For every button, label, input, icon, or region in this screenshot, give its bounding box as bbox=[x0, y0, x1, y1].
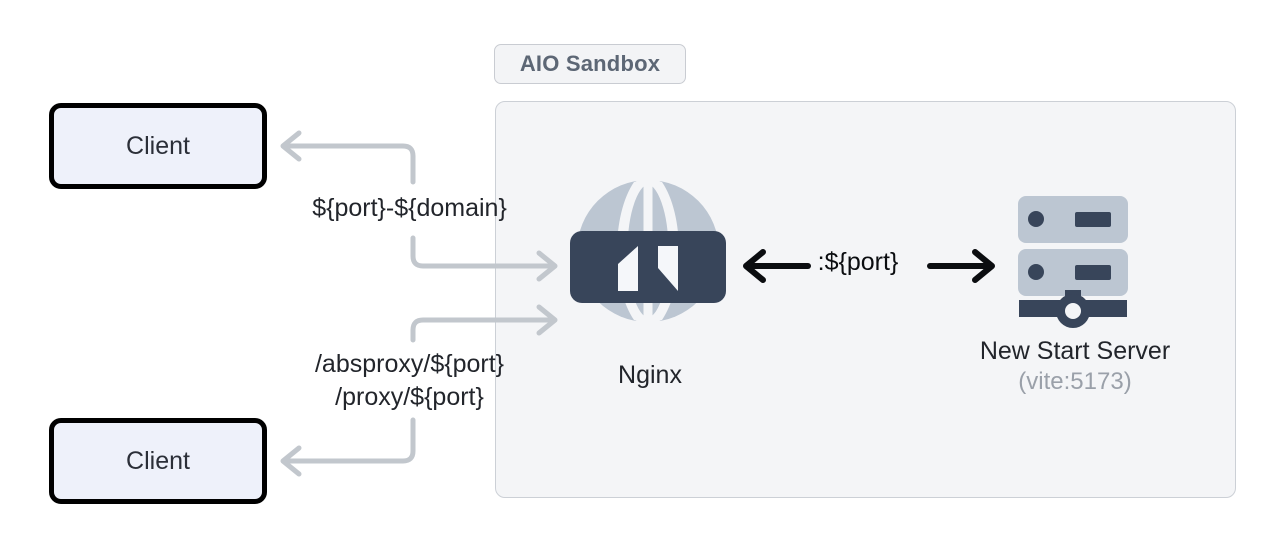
edge-nginx-to-client-top bbox=[280, 130, 416, 185]
proxy-band bbox=[570, 231, 726, 303]
edge-label-proxy: /absproxy/${port} /proxy/${port} bbox=[283, 348, 536, 415]
edge-label-absproxy-text: /absproxy/${port} bbox=[314, 350, 504, 378]
aio-sandbox-badge: AIO Sandbox bbox=[494, 44, 686, 84]
server-unit-top bbox=[1018, 196, 1128, 243]
server-led-bottom-icon bbox=[1028, 264, 1044, 280]
client-node-top-label: Client bbox=[126, 131, 190, 160]
aio-sandbox-badge-label: AIO Sandbox bbox=[519, 51, 661, 76]
edge-line bbox=[283, 417, 416, 464]
arrow-up-icon bbox=[618, 246, 638, 291]
nginx-caption-text: Nginx bbox=[618, 361, 682, 389]
client-node-top[interactable]: Client bbox=[49, 103, 267, 189]
server-led-top-icon bbox=[1028, 211, 1044, 227]
arrowhead-left-icon bbox=[280, 130, 302, 162]
arrow-right-icon bbox=[972, 249, 995, 283]
arrowhead-left-icon bbox=[280, 445, 302, 477]
edge-label-proxy-text: /proxy/${port} bbox=[335, 383, 484, 412]
server-rack-icon bbox=[1018, 196, 1128, 328]
edge-nginx-to-client-bottom bbox=[280, 417, 416, 477]
center-connection-arrows bbox=[743, 249, 995, 283]
server-caption-text: New Start Server bbox=[979, 337, 1171, 365]
client-node-bottom-label: Client bbox=[126, 446, 190, 475]
server-subcaption-text: (vite:5173) bbox=[1018, 368, 1132, 396]
edge-line bbox=[410, 235, 555, 269]
server-hub-inner bbox=[1065, 303, 1081, 319]
edge-client-bottom-to-nginx bbox=[410, 304, 558, 343]
edge-client-top-to-nginx bbox=[410, 235, 558, 282]
arrow-left-icon bbox=[743, 249, 766, 283]
server-slot-top bbox=[1075, 212, 1111, 227]
server-slot-bottom bbox=[1075, 265, 1111, 280]
nginx-globe-proxy-icon bbox=[570, 175, 726, 327]
client-node-bottom[interactable]: Client bbox=[49, 418, 267, 504]
center-port-label-text: :${port} bbox=[817, 248, 899, 276]
center-port-label: :${port} bbox=[788, 248, 928, 277]
edge-line bbox=[410, 317, 555, 343]
nginx-node-caption: Nginx bbox=[535, 360, 765, 391]
edge-label-domain-text: ${port}-${domain} bbox=[312, 194, 507, 222]
edge-line bbox=[283, 143, 416, 185]
server-unit-bottom bbox=[1018, 249, 1128, 296]
arrowhead-right-icon bbox=[536, 304, 558, 336]
arrowhead-right-icon bbox=[536, 250, 558, 282]
edge-label-domain: ${port}-${domain} bbox=[283, 192, 536, 225]
arrow-down-icon bbox=[658, 246, 678, 291]
server-node-caption: New Start Server (vite:5173) bbox=[920, 336, 1230, 397]
